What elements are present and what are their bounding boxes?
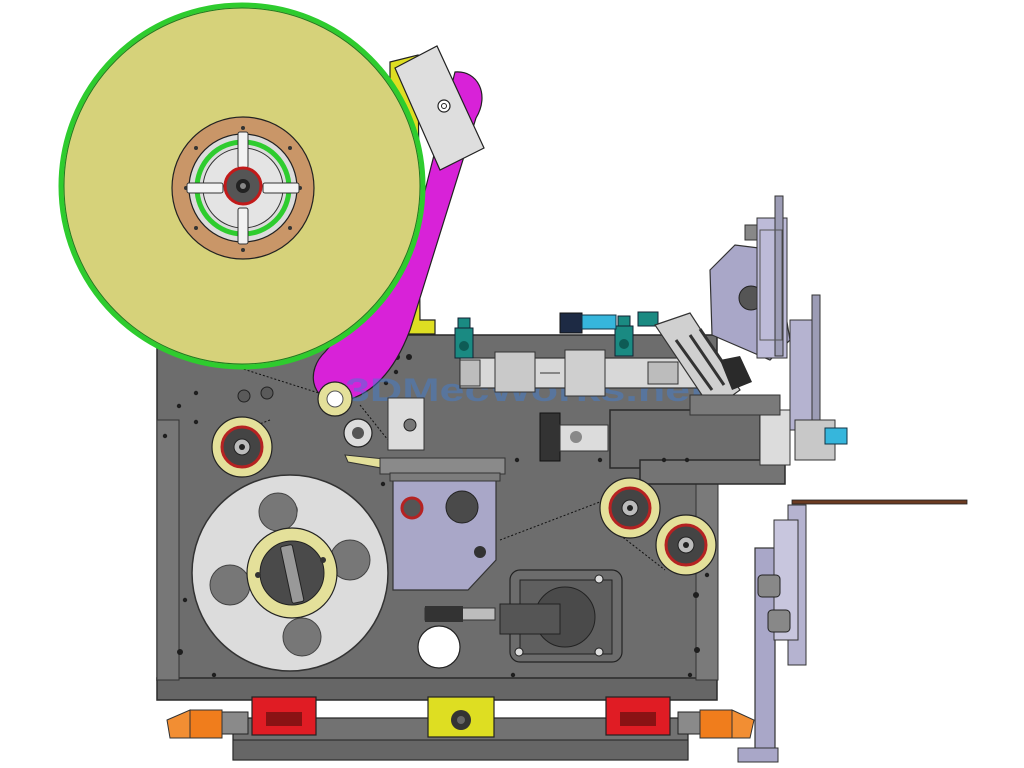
pressure-block bbox=[392, 477, 497, 591]
feed-roller-left bbox=[211, 416, 273, 478]
solenoid-connector bbox=[559, 311, 659, 334]
pneumatic-cylinder bbox=[459, 349, 701, 397]
sensor-stand bbox=[737, 504, 807, 763]
peel-plate bbox=[654, 312, 752, 411]
air-fitting-left bbox=[454, 317, 474, 359]
access-hole bbox=[417, 625, 461, 669]
guide-roller-top bbox=[317, 381, 353, 417]
end-cylinder-left bbox=[166, 709, 223, 739]
label-strip bbox=[791, 499, 968, 505]
rewind-wheel bbox=[191, 474, 389, 672]
upper-slide-assembly bbox=[689, 195, 848, 466]
motor-mount bbox=[424, 569, 623, 663]
clamp-block bbox=[539, 412, 609, 462]
air-fitting-right bbox=[614, 315, 634, 357]
end-cylinder-right bbox=[699, 709, 755, 739]
rail-clamp-right bbox=[605, 696, 671, 736]
label-roll bbox=[58, 2, 426, 370]
tension-bracket bbox=[394, 45, 485, 171]
upper-guide-rail bbox=[379, 457, 506, 482]
feed-roller-right bbox=[655, 514, 717, 576]
guide-roller-small bbox=[343, 418, 373, 448]
feed-roller-center bbox=[599, 477, 661, 539]
rail-lock-center bbox=[427, 696, 495, 738]
rail-clamp-left bbox=[251, 696, 317, 736]
